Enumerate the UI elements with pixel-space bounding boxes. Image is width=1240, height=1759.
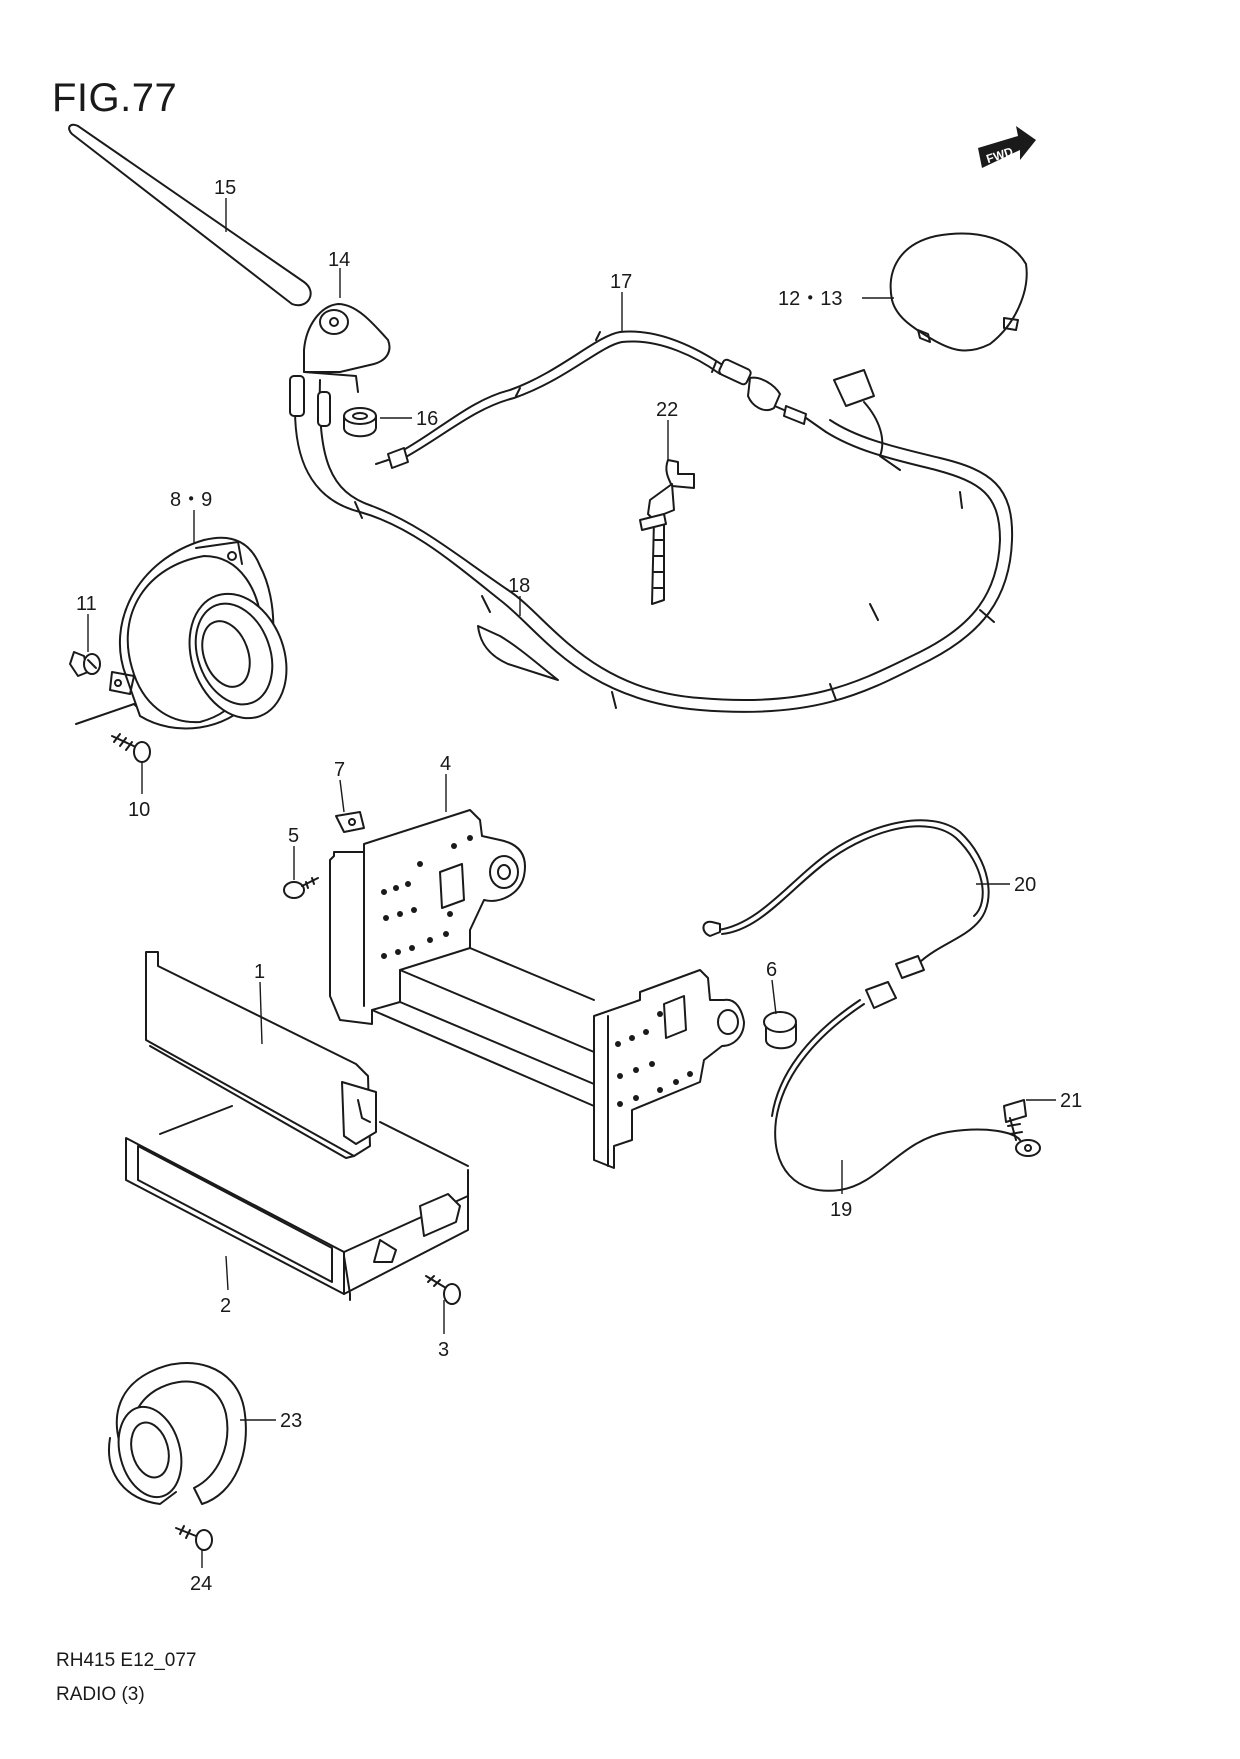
callout-11: 11 <box>76 593 97 615</box>
callout-15: 15 <box>214 177 236 199</box>
callout-22: 22 <box>656 399 678 421</box>
callout-16: 16 <box>416 408 438 430</box>
rear-speaker-screw <box>175 1525 213 1551</box>
ground-bolt <box>1003 1099 1027 1141</box>
front-speaker <box>109 536 288 730</box>
callout-19: 19 <box>830 1199 852 1221</box>
callout-labels: 15 14 17 12・13 16 22 8・9 18 11 10 7 4 5 … <box>76 177 1082 1595</box>
fwd-arrow-icon: FWD <box>978 126 1036 168</box>
antenna-mast <box>68 123 312 307</box>
callout-4: 4 <box>440 753 451 775</box>
callout-leader-lines <box>87 198 1056 1568</box>
figure-title: FIG.77 <box>52 76 178 120</box>
antenna-nut <box>343 407 377 438</box>
callout-1: 1 <box>254 961 265 983</box>
antenna-cap <box>889 232 1028 352</box>
callout-5: 5 <box>288 825 299 847</box>
callout-8-9: 8・9 <box>170 489 212 511</box>
callout-21: 21 <box>1060 1090 1082 1112</box>
callout-12-13: 12・13 <box>778 288 843 310</box>
callout-3: 3 <box>438 1339 449 1361</box>
antenna-extension-cable <box>375 330 781 469</box>
radio-cover-plate <box>145 951 377 1159</box>
callout-17: 17 <box>610 271 632 293</box>
callout-23: 23 <box>280 1410 302 1432</box>
callout-14: 14 <box>328 249 350 271</box>
callout-20: 20 <box>1014 874 1036 896</box>
callout-2: 2 <box>220 1295 231 1317</box>
figure-code: RH415 E12_077 <box>56 1650 197 1671</box>
pocket-screw <box>425 1275 461 1305</box>
grommet <box>763 1011 797 1050</box>
antenna-feeder-cable <box>289 369 1014 713</box>
cable-clamp <box>639 459 695 605</box>
callout-7: 7 <box>334 759 345 781</box>
radio-mounting-bracket <box>329 809 745 1169</box>
figure-name: RADIO (3) <box>56 1684 145 1705</box>
speaker-clip <box>69 651 101 677</box>
radio-harness <box>702 819 1041 1192</box>
bracket-screw <box>283 877 319 899</box>
callout-6: 6 <box>766 959 777 981</box>
antenna-base <box>303 303 391 393</box>
callout-18: 18 <box>508 575 530 597</box>
callout-24: 24 <box>190 1573 212 1595</box>
callout-10: 10 <box>128 799 150 821</box>
nut-clip <box>335 811 365 833</box>
radio-pocket-tray <box>125 1105 469 1301</box>
rear-speaker <box>108 1362 247 1505</box>
